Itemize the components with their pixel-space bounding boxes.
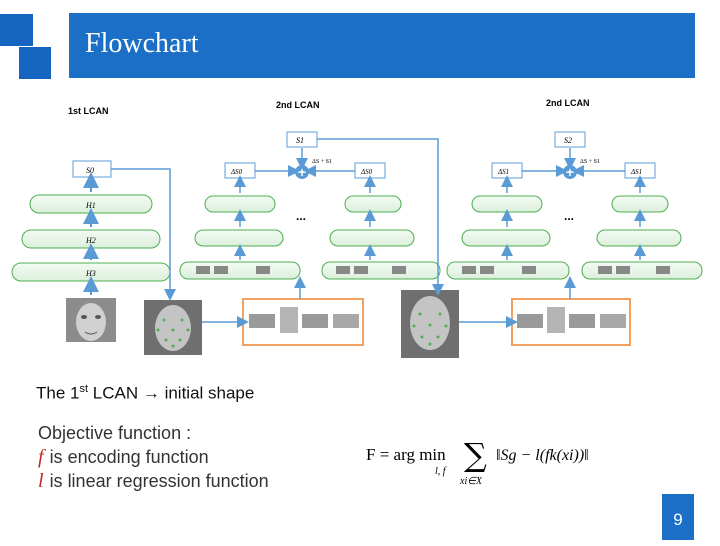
page-number: 9 [662, 494, 694, 540]
formula-body: ‖Sg − l(fk(xi))‖ [496, 447, 589, 464]
s2-label: S2 [564, 136, 572, 145]
dots-2: ... [564, 209, 574, 223]
face-image-refined-shape [401, 290, 459, 358]
h2-label: H2 [85, 236, 96, 245]
sum-sign: ∑ [464, 436, 487, 474]
patch-eye-right [302, 314, 328, 328]
caption: The 1st LCAN → initial shape [36, 383, 254, 404]
ds0-label: ΔS0 [230, 168, 243, 176]
sum-label: ΔS + S1 [312, 159, 332, 165]
stage3-network: S2 ΔS + S1 ΔS1 ΔS1 ... [446, 131, 703, 346]
stage3-label: 2nd LCAN [546, 98, 590, 108]
face-image-initial-shape [144, 300, 202, 355]
s0-label: S0 [86, 166, 94, 175]
ds1b-label: ΔS1 [630, 168, 642, 176]
h1-label: H1 [85, 201, 96, 210]
corner-square-small [19, 47, 51, 79]
formula-sum-sub: xi∈X [459, 476, 483, 487]
caption-suffix: LCAN → initial shape [88, 383, 255, 403]
ds1-label: ΔS1 [497, 168, 509, 176]
patch-eye-left-2 [517, 314, 543, 328]
formula-lhs: F = arg min [366, 445, 446, 464]
stage1-label: 1st LCAN [68, 106, 109, 116]
patch-mouth [333, 314, 359, 328]
h3-label: H3 [85, 269, 96, 278]
stage1-network: S0 H1 H2 H3 [11, 160, 176, 301]
patch-nose-2 [547, 307, 565, 333]
s1-label: S1 [296, 136, 304, 145]
caption-sup: st [79, 383, 89, 395]
objective-heading: Objective function : [38, 423, 192, 443]
patch-eye-right-2 [569, 314, 595, 328]
title-bar: Flowchart [69, 13, 695, 78]
ds0b-label: ΔS0 [360, 168, 373, 176]
page-title: Flowchart [85, 28, 199, 59]
dots: ... [296, 209, 306, 223]
sum-label-2: ΔS + S1 [580, 159, 600, 165]
lcan-flowchart: 1st LCAN 2nd LCAN 2nd LCAN S0 H1 H2 H3 [11, 98, 703, 358]
formula-sub: l, f [435, 466, 447, 477]
patch-mouth-2 [600, 314, 626, 328]
patch-nose [280, 307, 298, 333]
stage2-label: 2nd LCAN [276, 100, 320, 110]
l-symbol: l [38, 470, 44, 492]
stage2-network: S1 ΔS + S1 ΔS0 ΔS0 ... [179, 131, 444, 346]
f-text: is encoding function [49, 447, 209, 467]
objective-formula: F = arg min l, f ∑ xi∈X ‖Sg − l(fk(xi))‖ [366, 436, 589, 487]
caption-prefix: The 1 [36, 383, 80, 403]
patch-eye-left [249, 314, 275, 328]
l-text: is linear regression function [49, 471, 269, 491]
face-image-input [66, 298, 116, 342]
f-symbol: f [38, 446, 44, 468]
corner-square-large [0, 14, 33, 46]
